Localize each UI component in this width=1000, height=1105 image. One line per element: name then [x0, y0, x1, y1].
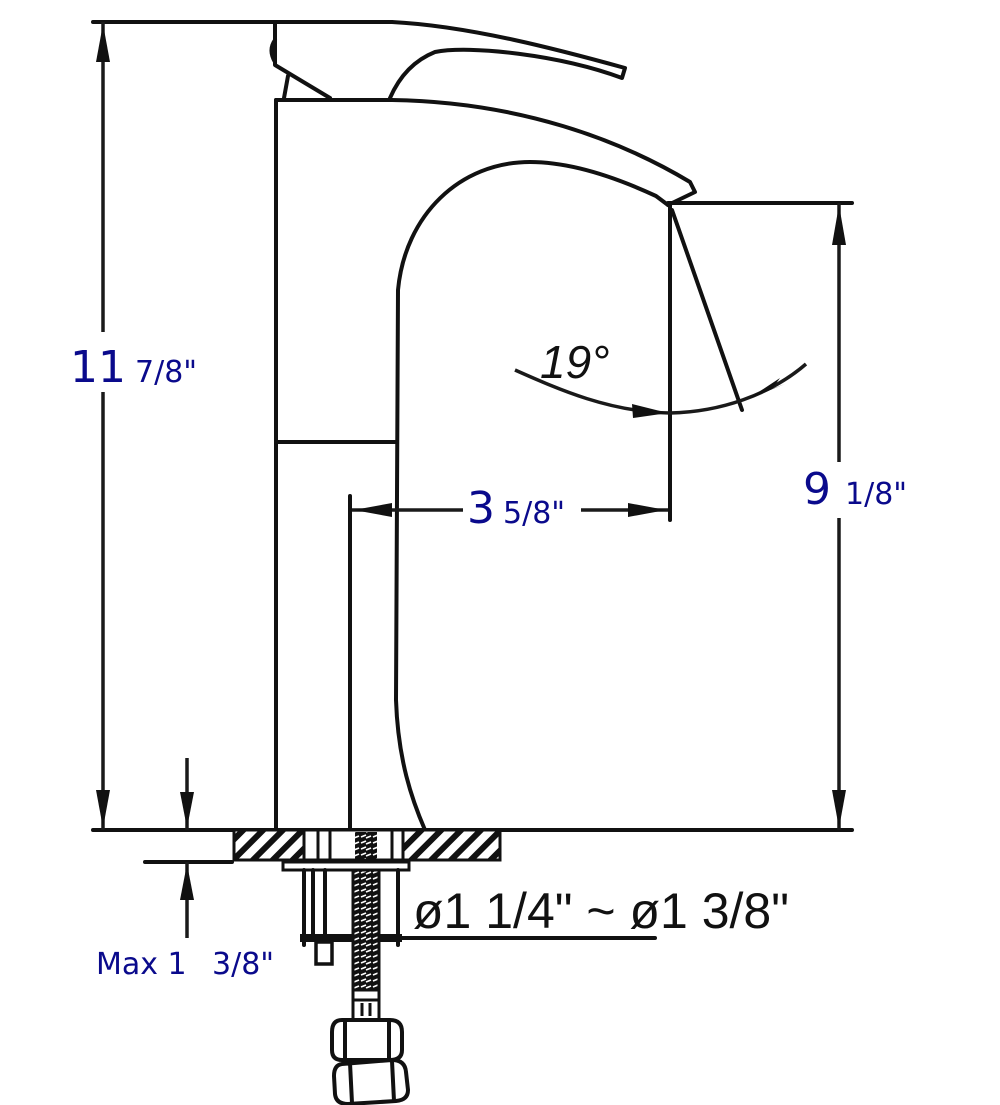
hose-fitting-lower: [332, 1058, 410, 1105]
mounting-washer: [281, 860, 411, 872]
deck-thickness-fraction: 3/8": [212, 947, 274, 982]
dimension-spout-height: 9 1/8": [666, 201, 923, 830]
spout-angle-label: 19°: [540, 336, 610, 388]
dimension-hole-diameter: ø1 1/4" ~ ø1 3/8": [396, 883, 789, 940]
handle-knob: [269, 38, 277, 64]
deck-thickness-prefix: Max 1: [96, 947, 187, 982]
faucet-body: [91, 20, 697, 832]
deck-mount: [91, 828, 854, 1105]
water-stream-angle-line: [670, 208, 744, 412]
hole-diameter-label: ø1 1/4" ~ ø1 3/8": [413, 883, 789, 939]
spout-height-fraction: 1/8": [845, 477, 907, 512]
mounting-shank: [302, 868, 400, 947]
dimension-spout-reach: 3 5/8": [352, 203, 672, 534]
dimension-spout-angle: 19°: [514, 208, 808, 418]
deck-right-section: [401, 828, 502, 862]
spout-underside: [394, 160, 670, 832]
spout-reach-fraction: 5/8": [503, 496, 565, 531]
deck-left-section: [232, 828, 306, 862]
hose-fitting-upper: [330, 1018, 404, 1062]
overall-height-whole: 11: [70, 342, 126, 393]
supply-hose: [351, 868, 381, 992]
dimension-overall-height: 11 7/8": [60, 22, 220, 830]
dimension-deck-thickness: Max 1 3/8": [96, 758, 274, 982]
handle-lever: [273, 20, 627, 100]
overall-height-fraction: 7/8": [135, 355, 197, 390]
deck-hole: [302, 828, 405, 862]
spout-height-whole: 9: [803, 464, 831, 515]
handle-base: [273, 20, 332, 100]
mounting-nut: [300, 934, 402, 942]
spout-reach-whole: 3: [467, 483, 495, 534]
threaded-rod: [314, 940, 334, 966]
spout-top: [390, 98, 697, 207]
